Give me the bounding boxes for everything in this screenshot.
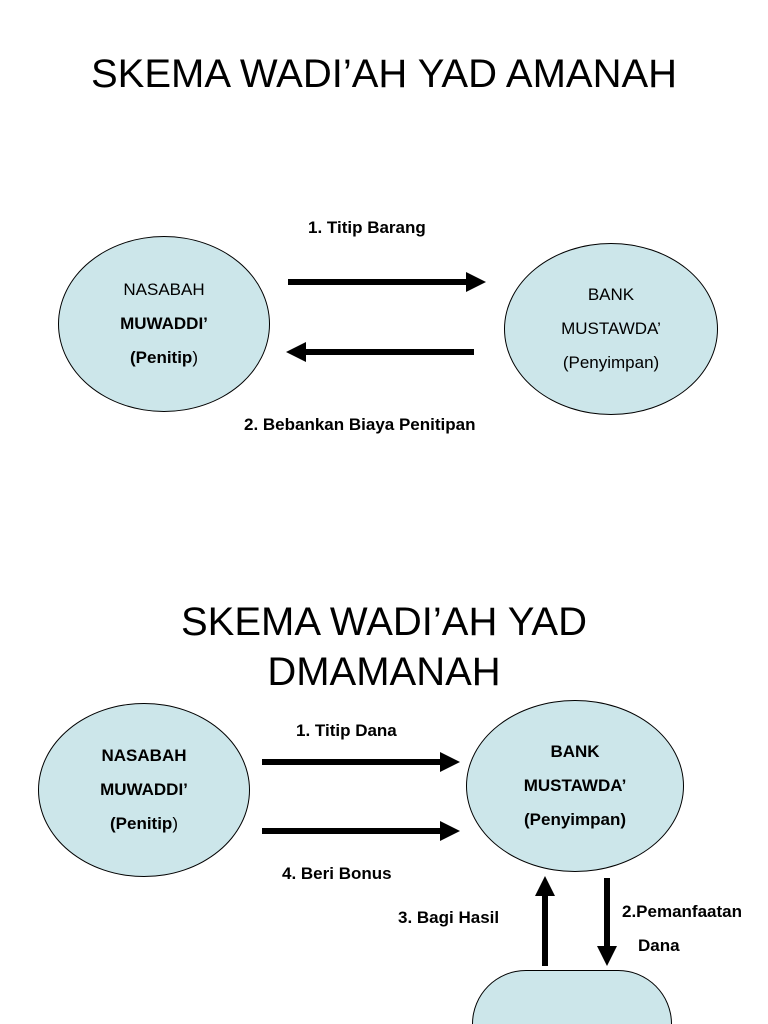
scheme2-bank-line3: (Penyimpan): [523, 810, 627, 829]
scheme1-title: SKEMA WADI’AH YAD AMANAH: [90, 52, 678, 96]
scheme2-arrow-up-label: 3. Bagi Hasil: [398, 908, 500, 927]
scheme2-arrow-down-label-line1: 2.Pemanfaatan: [622, 902, 742, 921]
scheme2-nasabah-line2: MUWADDI’: [100, 780, 188, 799]
scheme1-nasabah-line3-bold: (Penitip: [129, 348, 193, 367]
scheme2-nasabah-line3-end: ): [172, 814, 178, 833]
scheme1-nasabah-line1: NASABAH: [123, 280, 205, 299]
scheme2-arrow-bottom-label: 4. Beri Bonus: [282, 864, 392, 883]
scheme1-arrow-right: [288, 272, 486, 292]
scheme2-arrow-beri-bonus: [262, 821, 460, 841]
scheme2-arrow-top-label: 1. Titip Dana: [296, 721, 397, 740]
scheme1-arrow-bottom-label: 2. Bebankan Biaya Penitipan: [244, 415, 476, 434]
scheme1-arrow-left: [286, 342, 474, 362]
scheme1-bank-line3: (Penyimpan): [562, 353, 660, 372]
scheme2-arrow-titip-dana: [262, 752, 460, 772]
scheme1-nasabah-line3: (Penitip): [130, 341, 198, 375]
scheme2-bank-line1: BANK: [550, 742, 600, 761]
scheme2-arrow-down: [597, 878, 617, 966]
scheme2-nasabah-line3-bold: (Penitip: [109, 814, 173, 833]
scheme2-bank-node: BANK MUSTAWDA’ (Penyimpan): [466, 700, 684, 872]
scheme1-bank-line2: MUSTAWDA’: [561, 319, 661, 338]
scheme2-arrow-up: [535, 876, 555, 966]
scheme1-arrow-top-label: 1. Titip Barang: [308, 218, 426, 237]
scheme1-nasabah-line3-end: ): [192, 348, 198, 367]
scheme1-nasabah-line2: MUWADDI’: [120, 314, 208, 333]
scheme2-bank-line2: MUSTAWDA’: [523, 776, 627, 795]
scheme2-nasabah-line1: NASABAH: [101, 746, 187, 765]
scheme1-bank-line1: BANK: [587, 285, 635, 304]
scheme1-nasabah-node: NASABAH MUWADDI’ (Penitip): [58, 236, 270, 412]
scheme2-title-line2: DMAMANAH: [267, 650, 501, 694]
scheme2-nasabah-line3: (Penitip): [110, 807, 178, 841]
scheme2-title-line1: SKEMA WADI’AH YAD: [180, 600, 587, 644]
scheme2-bottom-node: [472, 970, 672, 1024]
scheme2-arrow-down-label-line2: Dana: [638, 936, 680, 955]
scheme1-bank-node: BANK MUSTAWDA’ (Penyimpan): [504, 243, 718, 415]
scheme2-nasabah-node: NASABAH MUWADDI’ (Penitip): [38, 703, 250, 877]
